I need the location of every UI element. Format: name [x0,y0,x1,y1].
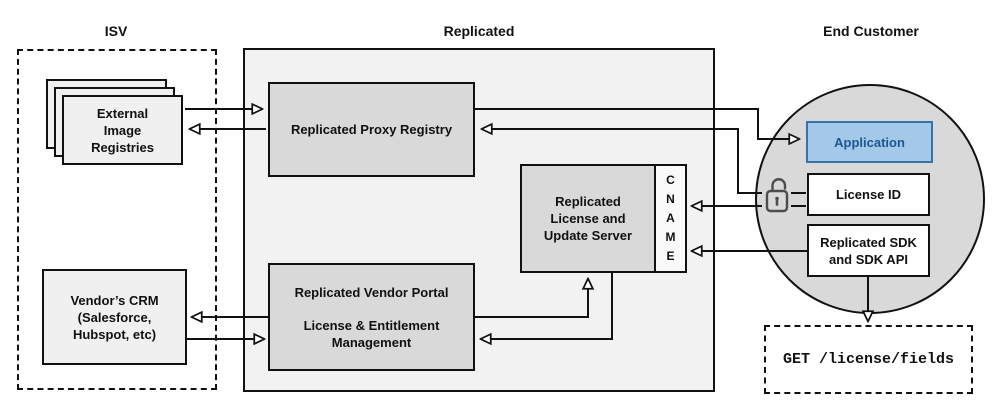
cname-strip: C N A M E [654,164,687,273]
license-server-label-line: Update Server [543,228,633,243]
license-update-server-node: Replicated License and Update Server [520,164,656,273]
get-license-fields-node: GET /license/fields [764,325,973,394]
isv-container [17,49,217,390]
cname-letter: M [665,230,676,244]
replicated-sdk-node: Replicated SDK and SDK API [807,224,930,277]
replicated-proxy-registry-node: Replicated Proxy Registry [268,82,475,177]
crm-label-line: (Salesforce, [77,309,152,325]
isv-section-label: ISV [104,23,128,39]
vendor-portal-node: Replicated Vendor Portal License & Entit… [268,263,475,371]
external-image-registries-node: External Image Registries [62,95,183,165]
sdk-label-line: Replicated SDK [820,234,917,250]
replicated-section-label: Replicated [443,23,515,39]
crm-label-line: Hubspot, etc) [72,326,157,342]
vendor-portal-subtitle-line: Management [331,334,412,350]
license-server-label-line: Replicated [555,194,621,209]
vendors-crm-node: Vendor’s CRM (Salesforce, Hubspot, etc) [42,269,187,365]
crm-label-line: Vendor’s CRM [70,292,159,308]
application-node: Application [806,121,933,163]
end-customer-section-label: End Customer [823,23,919,39]
vendor-portal-title: Replicated Vendor Portal [294,284,449,300]
license-id-node: License ID [807,173,930,216]
sdk-label-line: and SDK API [829,251,908,267]
cname-letter: N [666,192,675,206]
license-id-label: License ID [835,187,902,202]
registries-label-line: Image [103,122,142,138]
cname-letter: A [666,211,675,225]
cname-letter: C [666,173,675,187]
license-server-label-line: License and [550,211,626,226]
proxy-registry-label: Replicated Proxy Registry [290,122,453,137]
vendor-portal-subtitle-line: License & Entitlement [303,317,440,333]
registries-label-line: Registries [91,139,154,155]
cname-letter: E [666,249,675,263]
application-label: Application [834,134,905,150]
registries-label-line: External [96,105,149,121]
get-request-label: GET /license/fields [782,351,955,368]
